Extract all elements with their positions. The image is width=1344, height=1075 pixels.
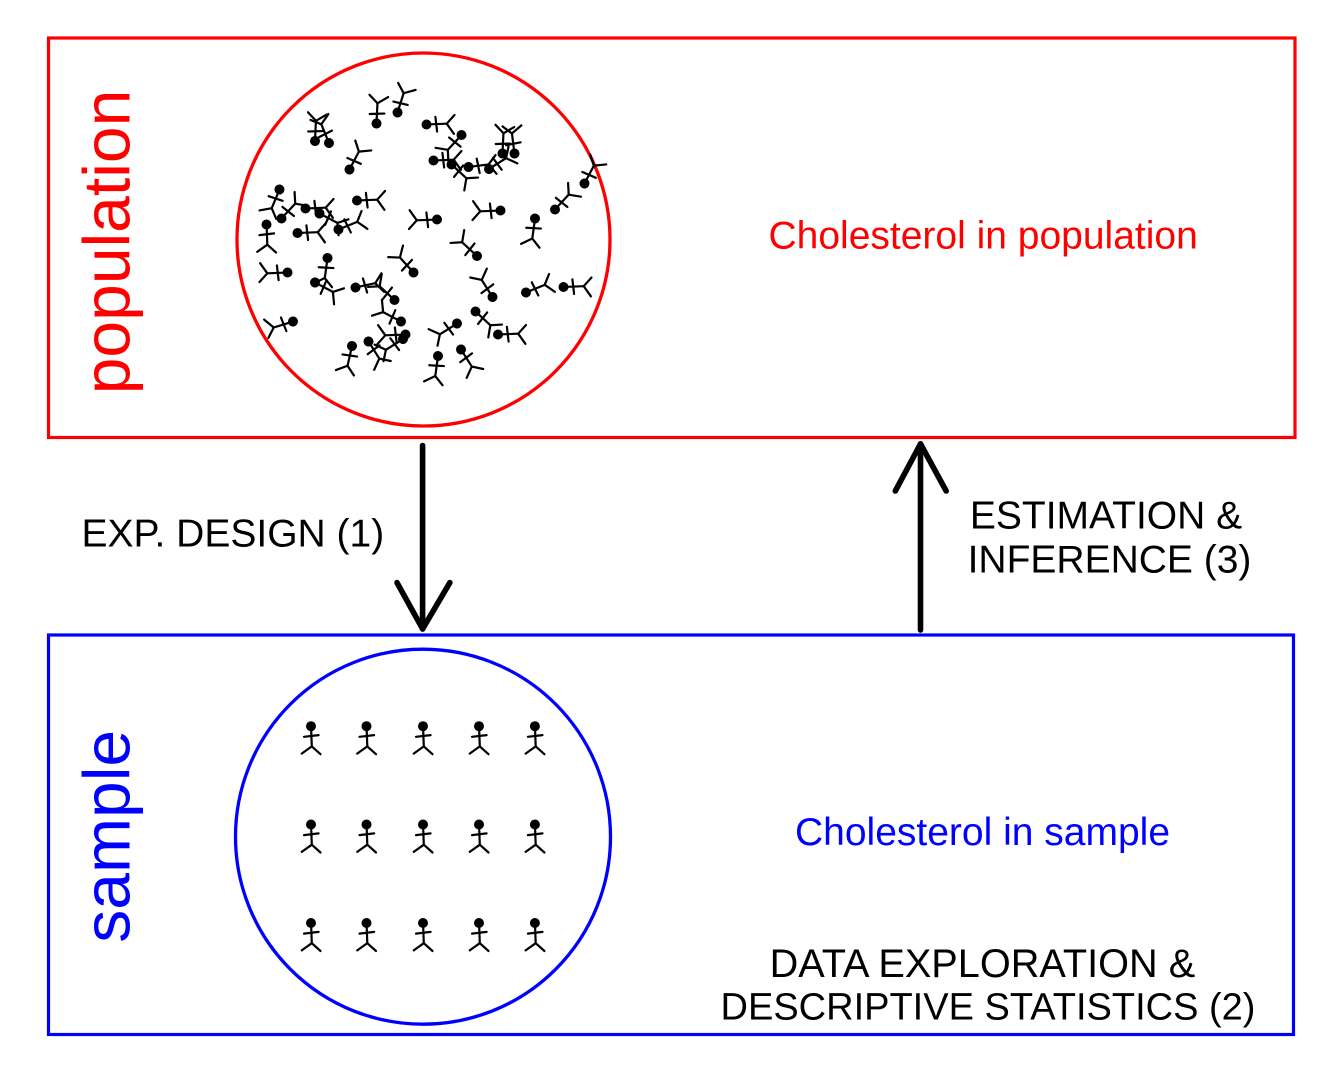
svg-text:EXP. DESIGN (1): EXP. DESIGN (1) (82, 513, 385, 556)
svg-text:Cholesterol in sample: Cholesterol in sample (795, 811, 1170, 854)
svg-text:Cholesterol in population: Cholesterol in population (769, 215, 1198, 258)
svg-text:DESCRIPTIVE STATISTICS (2): DESCRIPTIVE STATISTICS (2) (721, 986, 1256, 1028)
svg-text:INFERENCE (3): INFERENCE (3) (968, 538, 1252, 581)
svg-text:sample: sample (70, 730, 144, 943)
svg-text:DATA EXPLORATION &: DATA EXPLORATION & (770, 942, 1196, 986)
svg-text:ESTIMATION &: ESTIMATION & (970, 495, 1242, 538)
svg-text:population: population (70, 90, 144, 395)
